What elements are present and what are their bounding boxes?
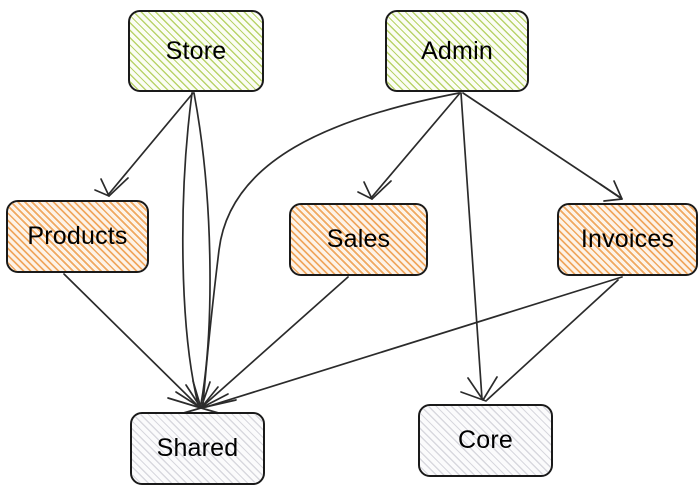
edge-products-shared: [63, 273, 198, 406]
node-label-core: Core: [458, 426, 513, 454]
node-admin[interactable]: Admin: [385, 10, 529, 92]
arrowhead-cluster-shared: [167, 380, 237, 415]
edge-invoices-shared: [205, 276, 623, 408]
edge-admin-core: [460, 92, 498, 401]
node-store[interactable]: Store: [128, 10, 264, 92]
edge-store-shared-a: [181, 92, 199, 405]
node-label-store: Store: [165, 36, 227, 65]
edge-admin-sales: [357, 92, 461, 200]
node-products[interactable]: Products: [6, 200, 149, 273]
node-label-shared: Shared: [156, 434, 239, 462]
node-core[interactable]: Core: [418, 404, 553, 477]
node-shared[interactable]: Shared: [130, 412, 265, 485]
node-sales[interactable]: Sales: [289, 203, 428, 276]
node-label-sales: Sales: [326, 225, 391, 253]
edge-sales-shared: [202, 276, 349, 407]
node-label-admin: Admin: [421, 36, 493, 65]
node-label-invoices: Invoices: [580, 225, 675, 253]
node-invoices[interactable]: Invoices: [557, 203, 698, 276]
edge-invoices-core: [460, 279, 619, 402]
edge-admin-invoices: [462, 92, 623, 202]
node-label-products: Products: [27, 222, 128, 250]
edge-store-products: [94, 92, 194, 197]
edge-admin-shared: [202, 92, 460, 405]
